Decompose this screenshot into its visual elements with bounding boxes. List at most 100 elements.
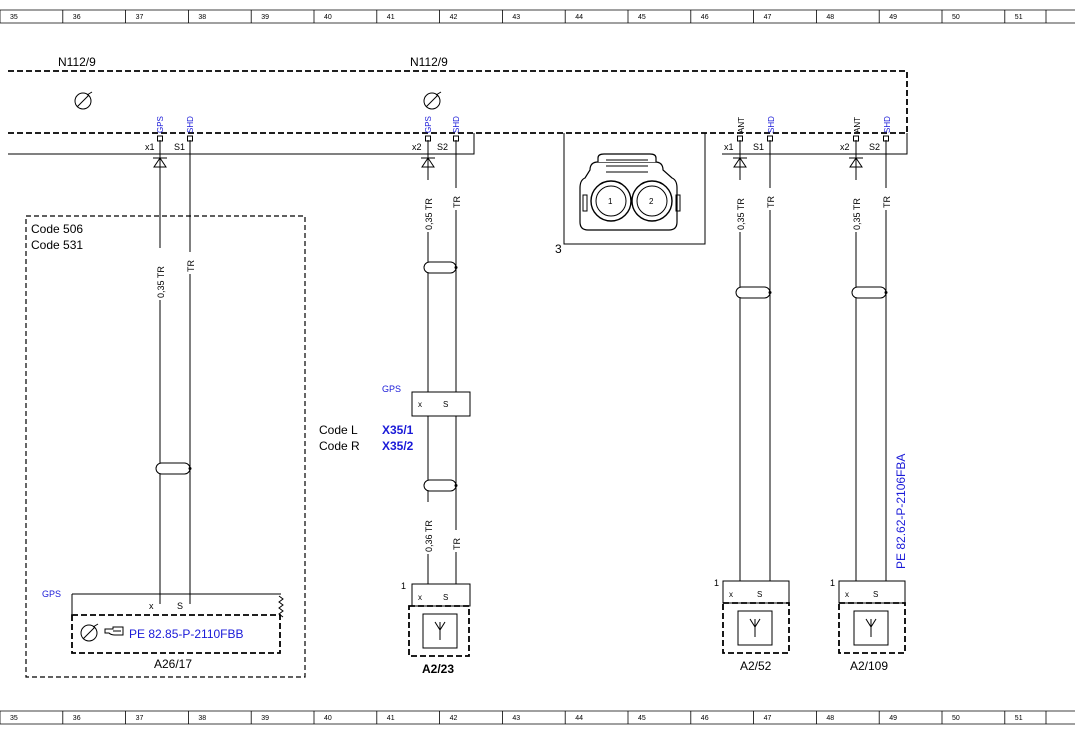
ruler-label: 47 — [764, 715, 772, 722]
x35-2-label: X35/2 — [382, 439, 414, 453]
code-region-a26-17 — [25, 215, 306, 678]
ruler-label: 37 — [136, 14, 144, 21]
ruler-label: 47 — [764, 14, 772, 21]
ruler-label: 44 — [575, 14, 583, 21]
ruler-label: 44 — [575, 715, 583, 722]
pin-id: x2 — [412, 142, 422, 152]
pin-id: x — [729, 590, 733, 599]
a26-17-gps-label: GPS — [42, 589, 61, 599]
wire-label: 0,35 TR — [424, 198, 434, 230]
clock-icon — [423, 91, 442, 110]
ruler-label: 45 — [638, 715, 646, 722]
ruler-label: 41 — [387, 715, 395, 722]
ruler-label: 45 — [638, 14, 646, 21]
ruler-label: 39 — [261, 715, 269, 722]
pin-id: S — [757, 590, 762, 599]
ruler-label: 36 — [73, 14, 81, 21]
ruler-label: 40 — [324, 14, 332, 21]
antenna-icon — [865, 618, 877, 637]
code-r-label: Code R — [319, 439, 360, 453]
wire-labels: 0,35 TR TR 0,35 TR TR 0,36 TR TR 0,35 TR… — [154, 180, 892, 554]
component-label-a2-52: A2/52 — [740, 659, 772, 673]
module-n112-9-boundary — [8, 70, 908, 245]
ruler-label: 35 — [10, 715, 18, 722]
pin-id: x1 — [145, 142, 155, 152]
pin-name-gps: GPS — [424, 116, 433, 133]
module-pin-ids: x1 S1 x2 S2 x1 S1 x2 S2 — [145, 142, 880, 152]
pin-id: x1 — [724, 142, 734, 152]
pin-id: x2 — [840, 142, 850, 152]
connector-number: 1 — [830, 578, 835, 588]
connector-pin-number: 1 — [608, 197, 613, 206]
pin-name-gps: GPS — [156, 116, 165, 133]
clock-icon — [74, 91, 93, 110]
ruler-label: 49 — [889, 715, 897, 722]
x35-1-label: X35/1 — [382, 423, 414, 437]
ruler-label: 42 — [450, 715, 458, 722]
ruler-label: 50 — [952, 715, 960, 722]
component-label-a26-17: A26/17 — [154, 657, 192, 671]
ruler-label: 46 — [701, 715, 709, 722]
ruler-label: 51 — [1015, 715, 1023, 722]
pin-name-shd: SHD — [186, 116, 195, 133]
hand-pointer-icon — [104, 626, 124, 636]
ruler-label: 49 — [889, 14, 897, 21]
pin-id: S — [443, 400, 448, 409]
pin-id: S2 — [869, 142, 880, 152]
ruler-label: 35 — [10, 14, 18, 21]
ruler-label: 51 — [1015, 14, 1023, 21]
ruler-label: 40 — [324, 715, 332, 722]
bracket-number: 3 — [555, 242, 562, 256]
ruler-label: 39 — [261, 14, 269, 21]
wire-label: TR — [452, 538, 462, 550]
ruler-label: 38 — [198, 715, 206, 722]
pin-id: S1 — [753, 142, 764, 152]
pin-name-shd: SHD — [452, 116, 461, 133]
x35-inline-connector — [411, 391, 471, 417]
module-label-1: N112/9 — [58, 55, 96, 69]
a26-17-component — [71, 593, 284, 654]
ruler-label: 48 — [826, 715, 834, 722]
wire-label: TR — [766, 196, 776, 208]
wire-label: 0,35 TR — [156, 266, 166, 298]
module-label-2: N112/9 — [410, 55, 448, 69]
connector-number: 1 — [714, 578, 719, 588]
pin-id: S — [873, 590, 878, 599]
connector-pin-number: 2 — [649, 197, 654, 206]
wire-label: 0,36 TR — [424, 520, 434, 552]
pin-id: x — [418, 400, 422, 409]
pin-name-shd: SHD — [767, 116, 776, 133]
reference-link[interactable]: PE 82.85-P-2110FBB — [129, 627, 244, 641]
pin-id: x — [418, 593, 422, 602]
module-pin-sockets — [157, 135, 889, 142]
a2-52-component — [722, 580, 790, 654]
pin-id: S — [443, 593, 448, 602]
reference-link[interactable]: PE 82.62-P-2106FBA — [894, 454, 908, 569]
wire-label: 0,35 TR — [852, 198, 862, 230]
pin-id: S1 — [174, 142, 185, 152]
ruler-label: 38 — [198, 14, 206, 21]
pin-name-shd: SHD — [883, 116, 892, 133]
wire-label: 0,35 TR — [736, 198, 746, 230]
ruler-label: 46 — [701, 14, 709, 21]
x35-gps-label: GPS — [382, 384, 401, 394]
ruler-label: 43 — [512, 715, 520, 722]
code-506-label: Code 506 — [31, 222, 83, 236]
wire-label: TR — [452, 196, 462, 208]
code-531-label: Code 531 — [31, 238, 83, 252]
ruler-label: 37 — [136, 715, 144, 722]
component-label-a2-109: A2/109 — [850, 659, 888, 673]
pin-labels: GPS SHD GPS SHD ANT SHD ANT SHD — [156, 116, 892, 133]
component-label-a2-23: A2/23 — [422, 662, 454, 676]
pin-id: x — [149, 601, 154, 611]
pin-id: S — [177, 601, 183, 611]
ruler-label: 43 — [512, 14, 520, 21]
ruler-label: 42 — [450, 14, 458, 21]
pin-id: S2 — [437, 142, 448, 152]
pin-id: x — [845, 590, 849, 599]
antenna-icon — [749, 618, 761, 637]
pin-name-ant: ANT — [853, 117, 862, 133]
